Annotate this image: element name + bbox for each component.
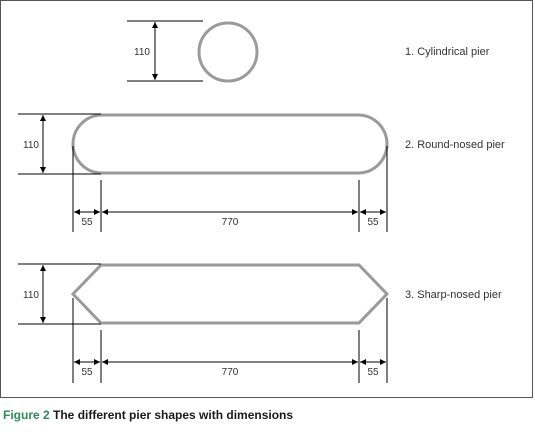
cylindrical-pier-label: 1. Cylindrical pier: [405, 46, 490, 58]
sharp-right-label: 55: [367, 367, 379, 378]
round-right-label: 55: [367, 217, 379, 228]
cylindrical-pier-shape: [197, 21, 259, 83]
round-middle-label: 770: [222, 217, 239, 228]
cyl-height-label: 110: [134, 47, 150, 58]
figure-number: Figure 2: [3, 408, 50, 422]
sharp-middle-label: 770: [222, 367, 239, 378]
pier-shapes-diagram: 110 1. Cylindrical pier 110 55 770 55 2.…: [18, 20, 505, 383]
figure-frame: [0, 0, 533, 398]
round-nosed-pier-label: 2. Round-nosed pier: [405, 139, 505, 151]
round-nosed-pier-shape: [71, 113, 389, 175]
sharp-left-label: 55: [81, 367, 93, 378]
sharp-height-label: 110: [23, 290, 39, 301]
sharp-nosed-pier-group: 110 55 770 55 3. Sharp-nosed pier: [18, 263, 502, 383]
round-left-label: 55: [81, 217, 93, 228]
round-height-label: 110: [23, 140, 39, 151]
sharp-nosed-pier-shape: [70, 263, 390, 325]
figure-caption-text: The different pier shapes with dimension…: [49, 408, 294, 422]
cylindrical-pier-group: 110 1. Cylindrical pier: [127, 20, 490, 83]
sharp-nosed-pier-label: 3. Sharp-nosed pier: [405, 289, 502, 301]
figure-caption: Figure 2 The different pier shapes with …: [3, 408, 293, 422]
round-nosed-pier-group: 110 55 770 55 2. Round-nosed pier: [18, 113, 505, 232]
